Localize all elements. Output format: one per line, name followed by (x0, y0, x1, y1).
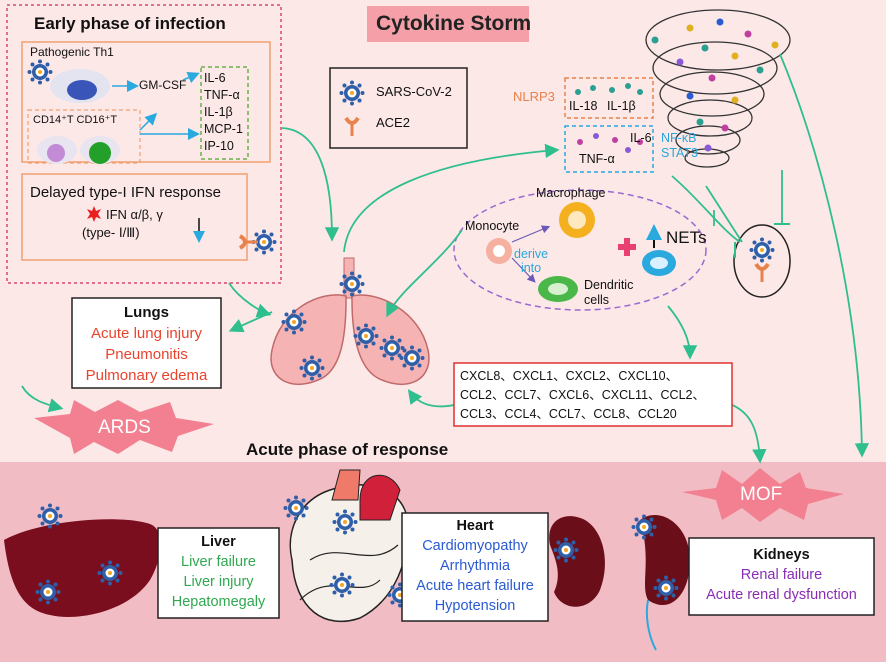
liver-heading: Liver (201, 534, 236, 550)
nfkb-stat3-label: NF-κB STAT3 (661, 131, 698, 161)
ifn-burst-icon (87, 206, 101, 222)
nfkb-box (564, 125, 654, 173)
lungs-box (71, 297, 222, 389)
cytokine-list: IL-6 TNF-α IL-1β MCP-1 IP-10 (204, 70, 243, 155)
cd16-nucleus (89, 142, 111, 164)
cd-cells-label: CD14⁺T CD16⁺T (33, 114, 118, 126)
derive-into-label: derive into (514, 247, 549, 275)
cytokine-item: TNF-α (204, 88, 240, 102)
th1-label: Pathogenic Th1 (30, 45, 114, 59)
il1b-label: IL-1β (607, 99, 636, 113)
cytokine-dots (575, 83, 643, 153)
early-phase-heading: Early phase of infection (34, 14, 226, 33)
legend-virus-label: SARS-CoV-2 (376, 84, 452, 99)
cytokine-item: IL-6 (204, 71, 226, 85)
title-banner (367, 6, 529, 42)
mof-label: MOF (740, 484, 783, 505)
kidneys-item: Acute renal dysfunction (706, 587, 857, 603)
liver-item: Hepatomegaly (171, 594, 266, 610)
heart-item: Cardiomyopathy (422, 538, 528, 554)
heart-illustration (283, 469, 413, 623)
heart-item: Hypotension (434, 598, 516, 614)
kidneys-box (688, 537, 875, 616)
lungs-text: Lungs Acute lung injury Pneumonitis Pulm… (72, 302, 221, 386)
nfkb-label: NF-κB (661, 131, 697, 145)
gm-csf-label: GM-CSF (139, 78, 187, 92)
ifn-heading: Delayed type-I IFN response (30, 184, 221, 201)
chemokine-list: CXCL8、CXCL1、CXCL2、CXCL10、 CCL2、CCL7、CXCL… (460, 367, 705, 424)
legend-receptor-label: ACE2 (376, 115, 410, 130)
ifn-panel (21, 173, 248, 261)
cytokine-item: IL-1β (204, 105, 233, 119)
right-kidney-illustration (640, 514, 690, 606)
cytokine-item: MCP-1 (204, 122, 243, 136)
macrophage-label: Macrophage (536, 186, 606, 200)
nets-label: NETs (666, 228, 707, 247)
kidneys-heading: Kidneys (753, 547, 810, 563)
tornado-illustration (645, 9, 791, 168)
cd14-nucleus (47, 144, 65, 162)
th1-nucleus (67, 80, 97, 100)
lungs-item: Acute lung injury (91, 325, 202, 342)
page-title: Cytokine Storm (376, 12, 532, 35)
stat3-label: STAT3 (661, 146, 699, 160)
th1-panel (21, 41, 271, 163)
lungs-heading: Lungs (124, 304, 169, 321)
chemokine-line: CCL2、CCL7、CXCL6、CXCL11、CCL2、 (460, 388, 705, 402)
liver-illustration (4, 519, 161, 617)
chemokine-line: CCL3、CCL4、CCL7、CCL8、CCL20 (460, 407, 677, 421)
heart-box (401, 512, 549, 622)
dendritic-label: Dendritic cells (584, 278, 634, 307)
nlrp3-box (564, 77, 654, 119)
ifn-line1: IFN α/β, γ (106, 207, 163, 222)
tnfa-label: TNF-α (579, 152, 615, 166)
cytokine-item: IP-10 (204, 139, 234, 153)
heart-item: Acute heart failure (416, 578, 534, 594)
lungs-illustration (270, 257, 430, 385)
lungs-item: Pneumonitis (105, 346, 188, 363)
lungs-item: Pulmonary edema (85, 367, 208, 384)
il18-label: IL-18 (569, 99, 598, 113)
ifn-line2: (type- Ⅰ/Ⅲ) (82, 225, 140, 240)
plus-icon (618, 238, 636, 256)
il6-label: IL-6 (630, 131, 652, 145)
ards-label: ARDS (98, 417, 151, 438)
left-kidney-illustration (549, 516, 605, 607)
heart-heading: Heart (456, 518, 494, 534)
heart-text: Heart Cardiomyopathy Arrhythmia Acute he… (402, 516, 548, 616)
nlrp3-label: NLRP3 (513, 89, 555, 104)
legend-box (329, 67, 468, 149)
chemokine-box (453, 362, 733, 427)
chemokine-line: CXCL8、CXCL1、CXCL2、CXCL10、 (460, 369, 679, 383)
immune-cells-region (453, 189, 707, 311)
acute-phase-heading: Acute phase of response (246, 440, 449, 459)
cytokine-box (200, 66, 249, 160)
liver-text: Liver Liver failure Liver injury Hepatom… (158, 532, 279, 612)
liver-item: Liver failure (181, 554, 256, 570)
liver-box (157, 527, 280, 619)
heart-item: Arrhythmia (439, 558, 511, 574)
tornado-cytokine-dots (651, 18, 779, 152)
mof-burst (682, 468, 844, 522)
kidneys-item: Renal failure (740, 567, 823, 583)
liver-item: Liver injury (183, 574, 254, 590)
ards-burst (34, 400, 214, 454)
monocyte-label: Monocyte (465, 219, 520, 233)
cd-cells-box (27, 109, 141, 164)
kidneys-text: Kidneys Renal failure Acute renal dysfun… (689, 545, 874, 605)
